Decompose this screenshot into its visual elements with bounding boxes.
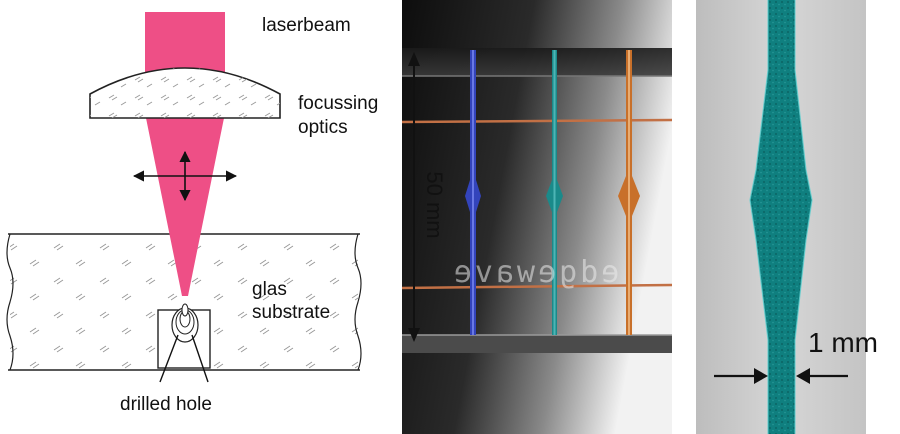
- focussing-lens: [89, 67, 281, 119]
- optics-label-line2: optics: [298, 117, 348, 138]
- movement-arrows: [132, 150, 238, 202]
- focused-beam-cone: [146, 118, 224, 296]
- glass-bottom-edge: [402, 335, 672, 353]
- engraved-logo-text: edgewave: [450, 255, 620, 290]
- channel-closeup: [749, 0, 813, 434]
- optics-label-line1: focussing: [298, 93, 379, 114]
- width-arrows: [714, 368, 848, 384]
- drilled-hole-label: drilled hole: [120, 394, 212, 415]
- channels-photo: [402, 0, 672, 434]
- substrate-label-line1: glas: [252, 279, 287, 300]
- laserbeam-label: laserbeam: [262, 15, 351, 36]
- channel-teal: [546, 50, 563, 335]
- channel-closeup-photo: [696, 0, 866, 434]
- drilled-hole-detail: [157, 303, 211, 383]
- channel-blue: [465, 50, 481, 335]
- channel-orange: [618, 50, 640, 335]
- laser-drilling-schematic: [6, 12, 362, 383]
- scale-label-1mm: 1 mm: [808, 327, 878, 358]
- scale-arrow-50mm: [408, 52, 420, 342]
- scale-label-50mm: 50 mm: [422, 171, 447, 239]
- substrate-label-line2: substrate: [252, 302, 331, 323]
